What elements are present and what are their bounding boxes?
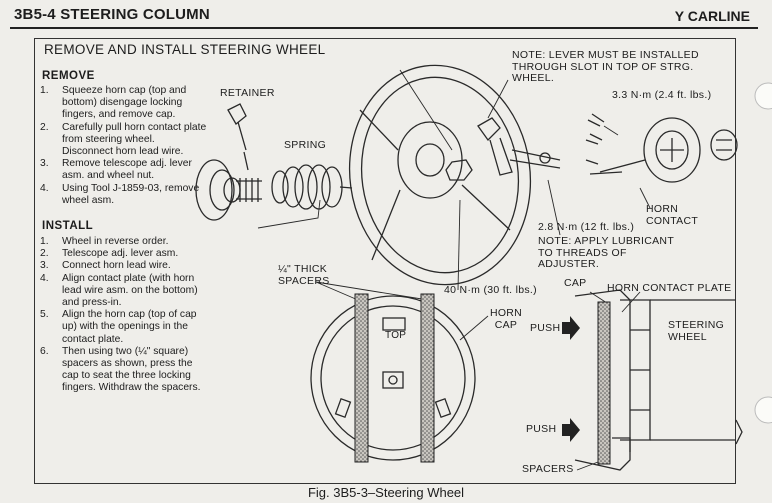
- horn-cap-front-art: [310, 295, 476, 461]
- spacer-side: [597, 301, 611, 465]
- lever-note: NOTE: LEVER MUST BE INSTALLED THROUGH SL…: [512, 49, 699, 84]
- push-label-top: PUSH: [530, 322, 561, 334]
- main-title: REMOVE AND INSTALL STEERING WHEEL: [44, 42, 326, 57]
- screws-art: [585, 113, 623, 175]
- spacer-right: [420, 293, 435, 463]
- horn-contact-art: [599, 117, 701, 183]
- figure-caption: Fig. 3B5-3–Steering Wheel: [307, 485, 465, 500]
- push-label-bottom: PUSH: [526, 423, 557, 435]
- adjuster-torque-label: 2.8 N·m (12 ft. lbs.): [538, 221, 635, 233]
- steering-wheel-art: [348, 64, 532, 286]
- list-item: 2.Telescope adj. lever asm.: [40, 248, 179, 260]
- horn-cap-label: HORN CAP: [489, 307, 523, 331]
- install-heading: INSTALL: [42, 220, 94, 232]
- wheel-nut-art: [445, 159, 473, 181]
- list-item: 3.Connect horn lead wire.: [40, 260, 171, 272]
- install-steps: 1.Wheel in reverse order. 2.Telescope ad…: [40, 236, 208, 395]
- thick-spacers-label: ¼" THICK SPACERS: [278, 263, 330, 287]
- retainer-art: [227, 103, 249, 171]
- push-arrow-bottom-icon: [562, 418, 580, 442]
- adjuster-lever-art: [477, 117, 561, 176]
- cap-label: CAP: [564, 277, 587, 289]
- list-item: 3.Remove telescope adj. lever asm. and w…: [40, 158, 192, 182]
- wheel-nut-torque-label: 40 N·m (30 ft. lbs.): [444, 284, 537, 296]
- spring-art: [271, 164, 353, 210]
- list-item: 1.Wheel in reverse order.: [40, 236, 169, 247]
- top-marking: TOP: [385, 330, 407, 341]
- small-screw-torque-label: 3.3 N·m (2.4 ft. lbs.): [612, 89, 712, 101]
- remove-heading: REMOVE: [42, 70, 95, 82]
- section-title: 3B5-4 STEERING COLUMN: [14, 6, 210, 23]
- side-view-art: [574, 289, 743, 471]
- spacers-label: SPACERS: [522, 463, 574, 475]
- carline-label: Y CARLINE: [674, 8, 750, 24]
- list-item: 6.Then using two (¼" square) spacers as …: [40, 345, 201, 394]
- list-item: 1.Squeeze horn cap (top and bottom) dise…: [40, 85, 187, 121]
- header-rule: [10, 27, 758, 29]
- retainer-label: RETAINER: [220, 87, 275, 99]
- list-item: 4.Using Tool J-1859-03, remove wheel asm…: [40, 182, 200, 206]
- remove-steps: 1.Squeeze horn cap (top and bottom) dise…: [40, 85, 208, 207]
- horn-contact-plate-label: HORN CONTACT PLATE: [607, 282, 732, 294]
- leader-lines: [257, 69, 651, 471]
- list-item: 4.Align contact plate (with horn lead wi…: [40, 272, 198, 309]
- horn-contact-label: HORN CONTACT: [646, 203, 699, 227]
- spacer-left: [354, 293, 369, 463]
- punch-hole-bottom: [754, 396, 772, 424]
- push-arrow-top-icon: [562, 316, 580, 340]
- figure-frame: [34, 38, 736, 484]
- punch-hole-top: [754, 82, 772, 110]
- emblem-icon: [710, 129, 738, 161]
- steering-wheel-label: STEERING WHEEL: [668, 319, 725, 343]
- list-item: 2.Carefully pull horn contact plate from…: [40, 121, 207, 158]
- list-item: 5.Align the horn cap (top of cap up) wit…: [40, 309, 197, 345]
- column-shaft-art: [195, 159, 262, 221]
- spring-label: SPRING: [284, 139, 327, 151]
- lubricant-note: NOTE: APPLY LUBRICANT TO THREADS OF ADJU…: [538, 235, 674, 270]
